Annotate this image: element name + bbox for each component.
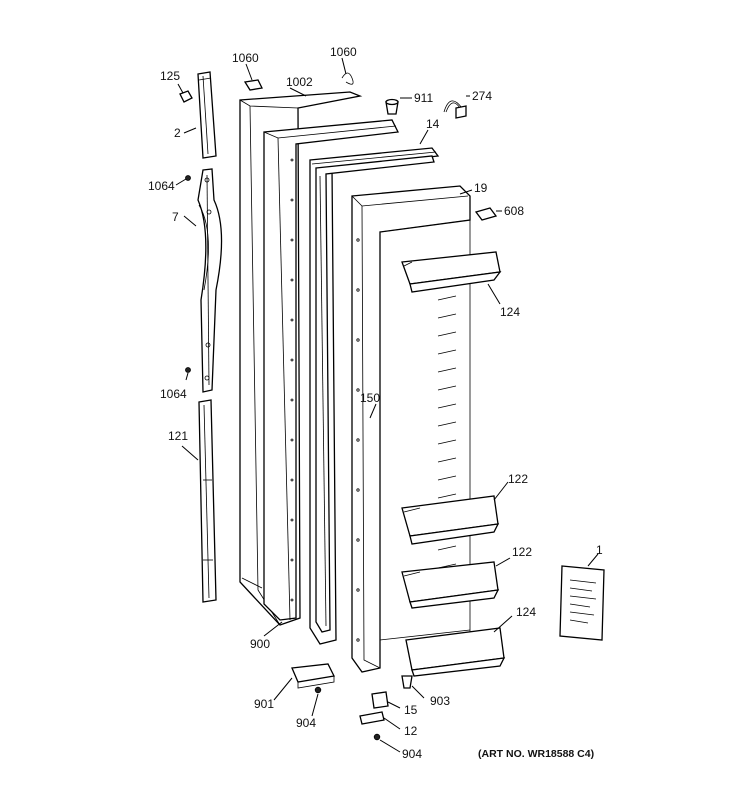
screw-part-904-a (314, 686, 322, 694)
label-14: 14 (426, 117, 440, 131)
label-608: 608 (504, 204, 524, 218)
door-gasket-part (309, 147, 440, 645)
label-904-a: 904 (296, 716, 316, 730)
label-1060-b: 1060 (330, 45, 357, 59)
door-bin-middle-part-122 (401, 495, 500, 545)
wire-harness-part-274 (443, 100, 467, 119)
label-7: 7 (172, 210, 179, 224)
screw-part-1064-upper (185, 175, 191, 181)
label-1: 1 (596, 543, 603, 557)
clip-part-1060-a (243, 79, 263, 91)
label-124-a: 124 (500, 305, 520, 319)
door-bin-bottom-part-124 (405, 627, 506, 677)
hinge-cover-part-901 (291, 663, 335, 689)
label-911: 911 (414, 91, 433, 105)
label-904-b: 904 (402, 747, 422, 761)
screw-part-1064-lower (185, 367, 191, 373)
screw-part-904-b (373, 733, 381, 741)
door-bin-lower-part-122 (401, 561, 500, 609)
door-handle-part (197, 168, 223, 393)
lower-trim-part (198, 399, 217, 603)
label-903: 903 (430, 694, 450, 708)
label-19: 19 (474, 181, 488, 195)
door-foam-panel-part (263, 119, 399, 621)
label-150: 150 (360, 391, 380, 405)
label-1064-b: 1064 (160, 387, 187, 401)
label-124-b: 124 (516, 605, 536, 619)
label-900: 900 (250, 637, 270, 651)
label-1002: 1002 (286, 75, 313, 89)
cap-part-125 (179, 90, 193, 103)
label-121: 121 (168, 429, 188, 443)
leader-lines (175, 57, 599, 753)
owner-manual-part (559, 565, 605, 641)
label-122-b: 122 (512, 545, 532, 559)
switch-part-608 (474, 207, 498, 221)
label-15: 15 (404, 703, 418, 717)
label-125: 125 (160, 69, 180, 83)
door-bin-upper-part-124 (401, 251, 502, 293)
spring-part-1060-b (341, 72, 354, 85)
art-number: (ART NO. WR18588 C4) (478, 748, 594, 760)
label-2: 2 (174, 126, 181, 140)
label-274: 274 (472, 89, 492, 103)
label-1064-a: 1064 (148, 179, 175, 193)
hinge-part-15 (371, 691, 389, 709)
hinge-pin-part-12 (359, 711, 385, 725)
hinge-bushing-part-903 (401, 675, 413, 689)
handle-trim-part (197, 71, 217, 159)
label-1060-a: 1060 (232, 51, 259, 65)
label-901: 901 (254, 697, 274, 711)
bushing-part-911 (385, 98, 399, 115)
label-122-a: 122 (508, 472, 528, 486)
label-12: 12 (404, 724, 418, 738)
